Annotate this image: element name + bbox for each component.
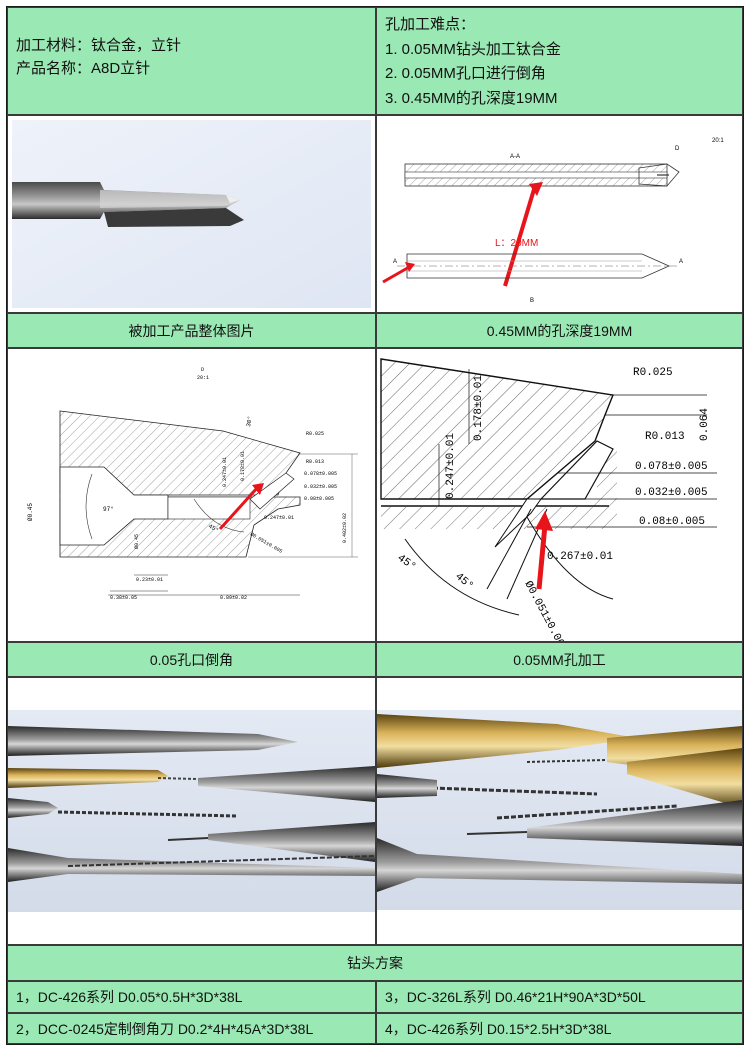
product-line: 产品名称：A8D立针 — [16, 60, 151, 77]
drill-photo-right — [377, 710, 742, 910]
hole-depth-drawing-cell: A-A D 20:1 L：20MM A A B — [376, 115, 743, 313]
dim-dia: Ø0.051±0.005 — [521, 579, 569, 641]
dim-267: 0.267±0.01 — [547, 551, 613, 563]
length-callout: L：20MM — [495, 238, 538, 249]
difficulty-item: 3. 0.45MM的孔深度19MM — [385, 90, 558, 107]
dim-08: 0.08±0.005 — [304, 496, 334, 502]
dim-dia: Ø0.45 — [27, 503, 34, 521]
caption-chamfer: 0.05孔口倒角 — [7, 642, 376, 677]
view-label: D — [675, 146, 680, 152]
marker-a: A — [679, 259, 683, 265]
dim-dia: Ø0.45 — [133, 534, 140, 549]
detail-drawing: D 20:1 Ø0.45 97° Ø0.45 45° 30° R0.025 R0… — [27, 367, 358, 601]
dim-038: 0.38±0.05 — [110, 595, 137, 601]
material-info-cell: 加工材料：钛合金，立针 产品名称：A8D立针 — [7, 7, 376, 115]
tool-item: 3，DC-326L系列 D0.46*21H*90A*3D*50L — [376, 981, 743, 1013]
material-line: 加工材料：钛合金，立针 — [16, 37, 182, 54]
dim-267: 0.247±0.01 — [264, 515, 294, 521]
caption-product-photo: 被加工产品整体图片 — [7, 313, 376, 348]
spec-sheet: 加工材料：钛合金，立针 产品名称：A8D立针 孔加工难点： 1. 0.05MM钻… — [6, 6, 744, 1045]
dim-r2: R0.013 — [645, 431, 685, 443]
difficulty-title: 孔加工难点： — [385, 16, 476, 33]
caption-machining: 0.05MM孔加工 — [376, 642, 743, 677]
closeup-drawing-cell: R0.025 R0.013 0.178±0.01 0.247±0.01 0.06… — [376, 348, 743, 642]
dim-08: 0.08±0.005 — [639, 516, 705, 528]
tool-item: 2，DCC-0245定制倒角刀 D0.2*4H*45A*3D*38L — [7, 1013, 376, 1044]
product-photo — [12, 120, 371, 308]
dim-247: 0.247±0.01 — [222, 457, 228, 487]
dim-r1: R0.025 — [633, 367, 673, 379]
dim-angle: 97° — [103, 506, 114, 513]
dim-angle: 45° — [395, 552, 418, 573]
dim-078: 0.078±0.005 — [635, 461, 708, 473]
product-photo-cell — [7, 115, 376, 313]
dim-078: 0.078±0.005 — [304, 471, 337, 477]
dim-angle: 30° — [245, 415, 254, 427]
drill-photo-left — [8, 710, 375, 912]
difficulty-item: 1. 0.05MM钻头加工钛合金 — [385, 41, 561, 58]
dim-032: 0.032±0.005 — [304, 484, 337, 490]
dim-r2: R0.013 — [306, 459, 324, 465]
dim-dia051: Ø0.051±0.005 — [249, 531, 284, 555]
scale-label: 20:1 — [197, 375, 209, 381]
drill-photo-left-cell — [7, 677, 376, 945]
dim-angle: 45° — [207, 523, 220, 534]
dim-angle: 45° — [452, 571, 475, 593]
dim-032: 0.032±0.005 — [635, 487, 708, 499]
tool-item: 4，DC-426系列 D0.15*2.5H*3D*38L — [376, 1013, 743, 1044]
drill-photo-right-cell — [376, 677, 743, 945]
marker-a: A — [393, 259, 397, 265]
closeup-drawing: R0.025 R0.013 0.178±0.01 0.247±0.01 0.06… — [380, 358, 717, 641]
caption-hole-depth: 0.45MM的孔深度19MM — [376, 313, 743, 348]
dim-0402: 0.402±0.02 — [342, 513, 348, 543]
tools-title: 钻头方案 — [7, 945, 743, 981]
difficulty-cell: 孔加工难点： 1. 0.05MM钻头加工钛合金 2. 0.05MM孔口进行倒角 … — [376, 7, 743, 115]
difficulty-item: 2. 0.05MM孔口进行倒角 — [385, 65, 546, 82]
tool-item: 1，DC-426系列 D0.05*0.5H*3D*38L — [7, 981, 376, 1013]
dim-247: 0.247±0.01 — [445, 433, 457, 499]
hole-depth-drawing: A-A D 20:1 L：20MM A A B — [382, 138, 724, 304]
dim-178: 0.178±0.01 — [473, 375, 485, 441]
dim-064: 0.064 — [699, 408, 711, 441]
dim-r1: R0.025 — [306, 431, 324, 437]
marker-b: B — [530, 298, 534, 304]
detail-drawing-cell: D 20:1 Ø0.45 97° Ø0.45 45° 30° R0.025 R0… — [7, 348, 376, 642]
view-label: D — [201, 367, 204, 373]
section-label: A-A — [510, 154, 520, 160]
dim-178: 0.178±0.01 — [240, 451, 246, 481]
scale-label: 20:1 — [712, 138, 724, 144]
dim-089: 0.89±0.02 — [220, 595, 247, 601]
dim-023: 0.23±0.01 — [136, 577, 163, 583]
